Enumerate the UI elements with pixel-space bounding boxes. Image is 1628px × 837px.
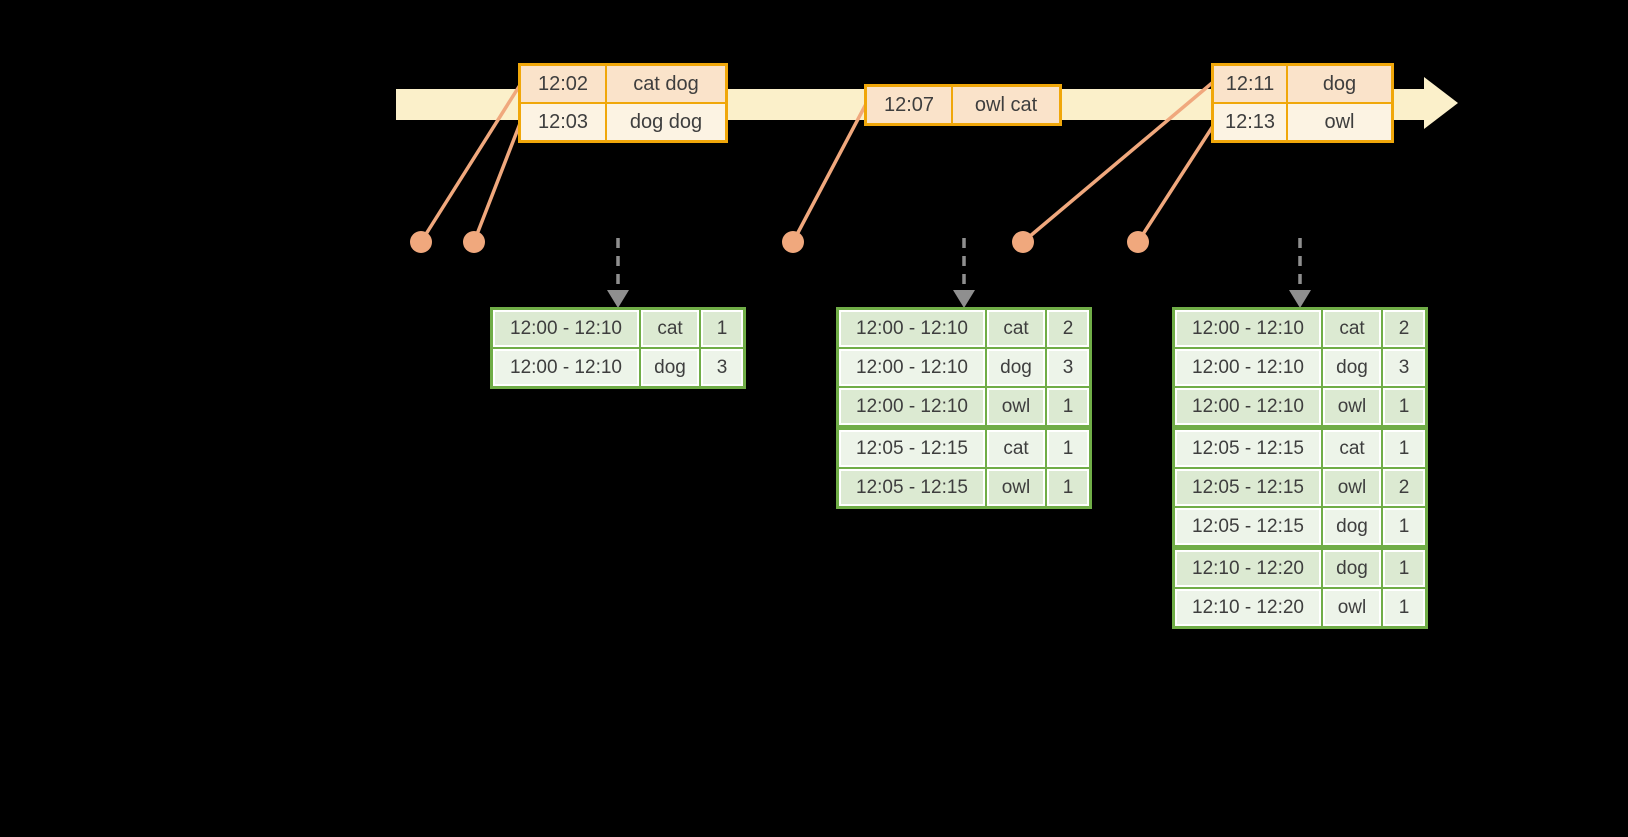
result-window: 12:00 - 12:10 [1175, 349, 1321, 386]
result-word: dog [1323, 550, 1381, 587]
result-window: 12:00 - 12:10 [839, 310, 985, 347]
event-row: 12:07 owl cat [867, 87, 1059, 123]
result-count: 2 [1383, 310, 1425, 347]
result-row: 12:00 - 12:10 cat 2 [839, 310, 1089, 347]
result-window: 12:05 - 12:15 [1175, 430, 1321, 467]
result-row: 12:10 - 12:20 dog 1 [1175, 550, 1425, 587]
event-connector-line [419, 84, 522, 243]
result-word: cat [641, 310, 699, 347]
trigger-arrowhead-icon [1289, 290, 1311, 308]
event-time: 12:02 [521, 66, 605, 102]
event-words: cat dog [607, 66, 725, 102]
result-word: owl [1323, 589, 1381, 626]
event-dot-icon [1127, 231, 1149, 253]
result-word: dog [1323, 349, 1381, 386]
result-word: dog [641, 349, 699, 386]
result-window: 12:05 - 12:15 [1175, 469, 1321, 506]
result-count: 3 [1047, 349, 1089, 386]
event-words: owl cat [953, 87, 1059, 123]
event-table-1: 12:02 cat dog 12:03 dog dog [518, 63, 728, 143]
result-window: 12:00 - 12:10 [839, 349, 985, 386]
event-time: 12:13 [1214, 104, 1286, 140]
event-dot-icon [782, 231, 804, 253]
result-row: 12:00 - 12:10 owl 1 [1175, 388, 1425, 425]
result-window: 12:10 - 12:20 [1175, 589, 1321, 626]
result-word: cat [987, 430, 1045, 467]
result-count: 1 [1047, 388, 1089, 425]
event-words: dog dog [607, 104, 725, 140]
result-window: 12:05 - 12:15 [839, 430, 985, 467]
result-row: 12:05 - 12:15 cat 1 [1175, 430, 1425, 467]
event-row: 12:11 dog [1214, 66, 1391, 102]
result-window: 12:10 - 12:20 [1175, 550, 1321, 587]
result-count: 1 [1383, 508, 1425, 545]
event-dot-icon [410, 231, 432, 253]
trigger-arrowhead-icon [953, 290, 975, 308]
result-window: 12:00 - 12:10 [493, 349, 639, 386]
result-row: 12:00 - 12:10 cat 1 [493, 310, 743, 347]
event-table-3: 12:11 dog 12:13 owl [1211, 63, 1394, 143]
result-count: 1 [1383, 388, 1425, 425]
result-count: 1 [1047, 430, 1089, 467]
event-connector-line [1021, 81, 1214, 244]
event-table-2: 12:07 owl cat [864, 84, 1062, 126]
result-word: cat [1323, 310, 1381, 347]
result-window: 12:05 - 12:15 [839, 469, 985, 506]
result-row: 12:05 - 12:15 owl 2 [1175, 469, 1425, 506]
result-window: 12:00 - 12:10 [839, 388, 985, 425]
result-word: dog [987, 349, 1045, 386]
event-row: 12:03 dog dog [521, 104, 725, 140]
result-row: 12:05 - 12:15 dog 1 [1175, 508, 1425, 545]
result-row: 12:05 - 12:15 cat 1 [839, 430, 1089, 467]
result-window: 12:00 - 12:10 [1175, 310, 1321, 347]
result-word: cat [987, 310, 1045, 347]
event-dot-icon [1012, 231, 1034, 253]
result-count: 1 [1047, 469, 1089, 506]
result-count: 1 [1383, 589, 1425, 626]
result-count: 3 [1383, 349, 1425, 386]
result-count: 1 [1383, 430, 1425, 467]
event-dot-icon [463, 231, 485, 253]
event-time: 12:11 [1214, 66, 1286, 102]
result-window: 12:05 - 12:15 [1175, 508, 1321, 545]
result-table-2: 12:00 - 12:10 cat 2 12:00 - 12:10 dog 3 … [836, 307, 1092, 509]
timeline-arrowhead-icon [1424, 77, 1458, 129]
result-row: 12:00 - 12:10 dog 3 [839, 349, 1089, 386]
result-row: 12:00 - 12:10 dog 3 [1175, 349, 1425, 386]
result-table-3: 12:00 - 12:10 cat 2 12:00 - 12:10 dog 3 … [1172, 307, 1428, 629]
event-row: 12:02 cat dog [521, 66, 725, 102]
result-table-1: 12:00 - 12:10 cat 1 12:00 - 12:10 dog 3 [490, 307, 746, 389]
result-count: 2 [1047, 310, 1089, 347]
event-row: 12:13 owl [1214, 104, 1391, 140]
result-row: 12:05 - 12:15 owl 1 [839, 469, 1089, 506]
result-word: owl [1323, 388, 1381, 425]
result-row: 12:00 - 12:10 dog 3 [493, 349, 743, 386]
result-word: owl [987, 469, 1045, 506]
event-words: dog [1288, 66, 1391, 102]
event-words: owl [1288, 104, 1391, 140]
result-window: 12:00 - 12:10 [1175, 388, 1321, 425]
event-connector-line [472, 120, 523, 243]
result-count: 1 [701, 310, 743, 347]
result-row: 12:00 - 12:10 owl 1 [839, 388, 1089, 425]
event-connector-line [791, 103, 868, 243]
event-time: 12:07 [867, 87, 951, 123]
result-word: owl [1323, 469, 1381, 506]
result-count: 2 [1383, 469, 1425, 506]
result-word: owl [987, 388, 1045, 425]
event-connector-line [1136, 125, 1215, 243]
result-count: 3 [701, 349, 743, 386]
trigger-arrowhead-icon [607, 290, 629, 308]
result-row: 12:10 - 12:20 owl 1 [1175, 589, 1425, 626]
result-word: cat [1323, 430, 1381, 467]
result-window: 12:00 - 12:10 [493, 310, 639, 347]
result-row: 12:00 - 12:10 cat 2 [1175, 310, 1425, 347]
result-word: dog [1323, 508, 1381, 545]
result-count: 1 [1383, 550, 1425, 587]
event-time: 12:03 [521, 104, 605, 140]
